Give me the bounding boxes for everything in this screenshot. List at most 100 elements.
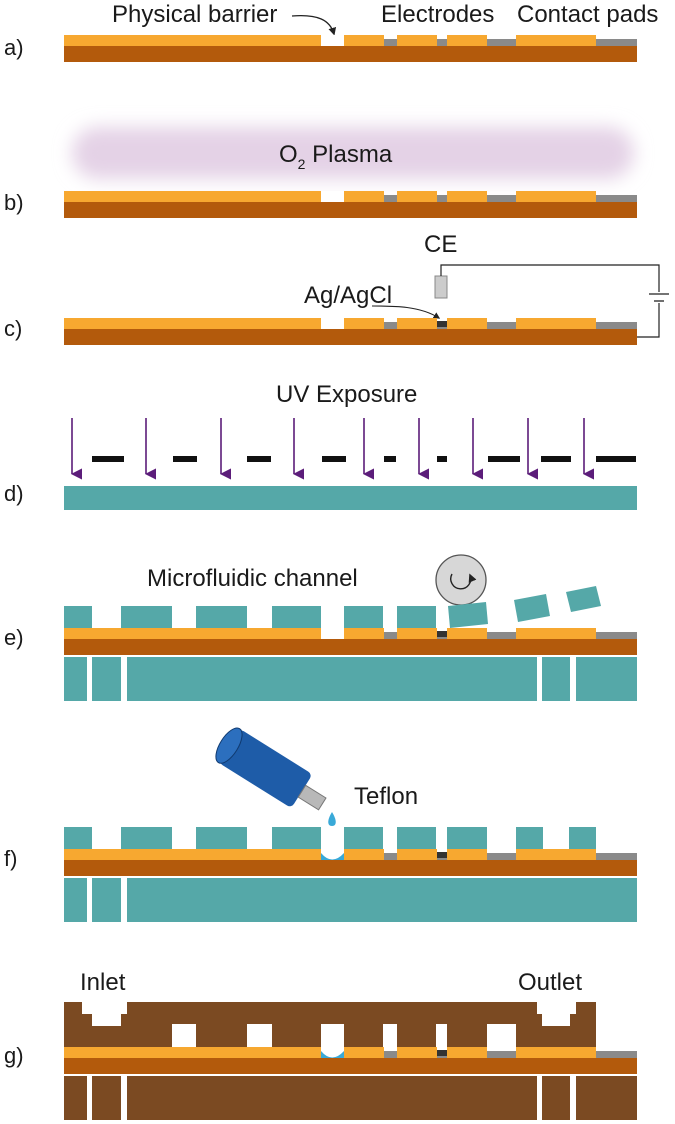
step-b: O2 Plasma b) [4,127,637,218]
mask-segment [437,456,447,462]
physical-barrier-gap [321,35,344,46]
base-block [92,1076,121,1120]
substrate-layer [64,202,637,218]
microfluidic-channel-label: Microfluidic channel [147,565,358,592]
ag-agcl-electrode [437,631,447,637]
base-block [542,1076,570,1120]
step-d: UV Exposure d) [4,381,637,510]
channel-block [516,827,543,849]
channel-block [127,878,637,922]
ag-agcl-electrode [437,852,447,858]
electrode-strip [64,849,321,860]
electrode [397,628,437,639]
chamber [436,1024,447,1048]
channel-block [64,657,87,701]
channel-block [92,657,121,701]
peeling-block [566,586,601,612]
substrate-layer [64,46,637,62]
step-f-label: f) [4,846,17,871]
step-a: a) Physical barrier Electrodes Contact p… [4,1,658,62]
chip-stack-a [64,35,637,62]
mask-segment [92,456,124,462]
step-f: Teflon f) [4,727,637,922]
chamber [247,1024,272,1048]
electrode-strip [64,318,321,329]
contact-pad [516,35,596,46]
substrate-layer [64,329,637,345]
teflon-droplet [328,812,336,826]
channel-block [64,878,87,922]
electrode [447,628,487,639]
electrode [447,849,487,860]
chamber [383,1024,397,1048]
channel-block [127,657,537,701]
mask-segment [596,456,636,462]
channel-block [64,827,92,849]
mask-segment [322,456,346,462]
photomask [92,456,636,462]
channel-block [92,878,121,922]
lamination-roller [435,554,487,606]
base-block [127,1076,537,1120]
uv-exposure-label: UV Exposure [276,381,417,408]
electrode [344,1047,384,1058]
electrode [397,318,437,329]
teflon-dispenser-icon [215,727,336,826]
physical-barrier-gap [321,628,344,639]
channel-layer-bottom [64,657,637,701]
electrode-strip [64,628,321,639]
contact-pad [516,849,596,860]
ag-agcl-electrode [437,321,447,327]
teflon-coating [321,1051,344,1058]
dispenser-cap [215,727,243,764]
step-b-label: b) [4,190,24,215]
channel-block [542,657,570,701]
channel-block [121,606,172,628]
contact-pad [516,628,596,639]
peeling-block [448,602,488,628]
electrode [397,1047,437,1058]
chip-stack-g [64,1047,637,1074]
peeling-block [514,594,550,622]
electrode-strip [64,35,321,46]
channel-block [447,827,487,849]
step-g: Inlet Outlet [4,969,637,1120]
electrode [447,191,487,202]
channel-block [196,827,247,849]
chamber [487,1024,516,1048]
mask-segment [541,456,571,462]
photoresist-layer [64,486,637,510]
ag-agcl-electrode [437,1050,447,1056]
base-block [64,1076,87,1120]
mask-segment [247,456,271,462]
mask-segment [384,456,396,462]
electrode-strip [64,1047,321,1058]
inlet-label: Inlet [80,969,126,996]
electrode [447,318,487,329]
channel-block [397,827,436,849]
channel-layer-bottom [64,878,637,922]
substrate-layer [64,639,637,655]
electrode [397,849,437,860]
o2-plasma-cloud [72,127,634,179]
chip-stack-e [64,628,637,655]
electrode [344,318,384,329]
physical-barrier-gap [321,849,344,860]
plasma-o: O [279,141,298,168]
step-a-label: a) [4,35,24,60]
physical-barrier-gap [321,1047,344,1058]
contact-pad [516,318,596,329]
mask-segment [488,456,520,462]
ce-label: CE [424,231,457,258]
plasma-word-text: Plasma [312,141,393,168]
channel-block [576,657,637,701]
channel-layer-top [64,827,596,849]
uv-arrows [70,418,595,480]
plasma-subscript: 2 [298,156,306,172]
chamber [321,1024,344,1048]
electrode [344,849,384,860]
teflon-coating [321,853,344,860]
contact-pad [516,191,596,202]
pdms-base [64,1076,637,1120]
o2-plasma-label: O2 Plasma [279,141,393,172]
